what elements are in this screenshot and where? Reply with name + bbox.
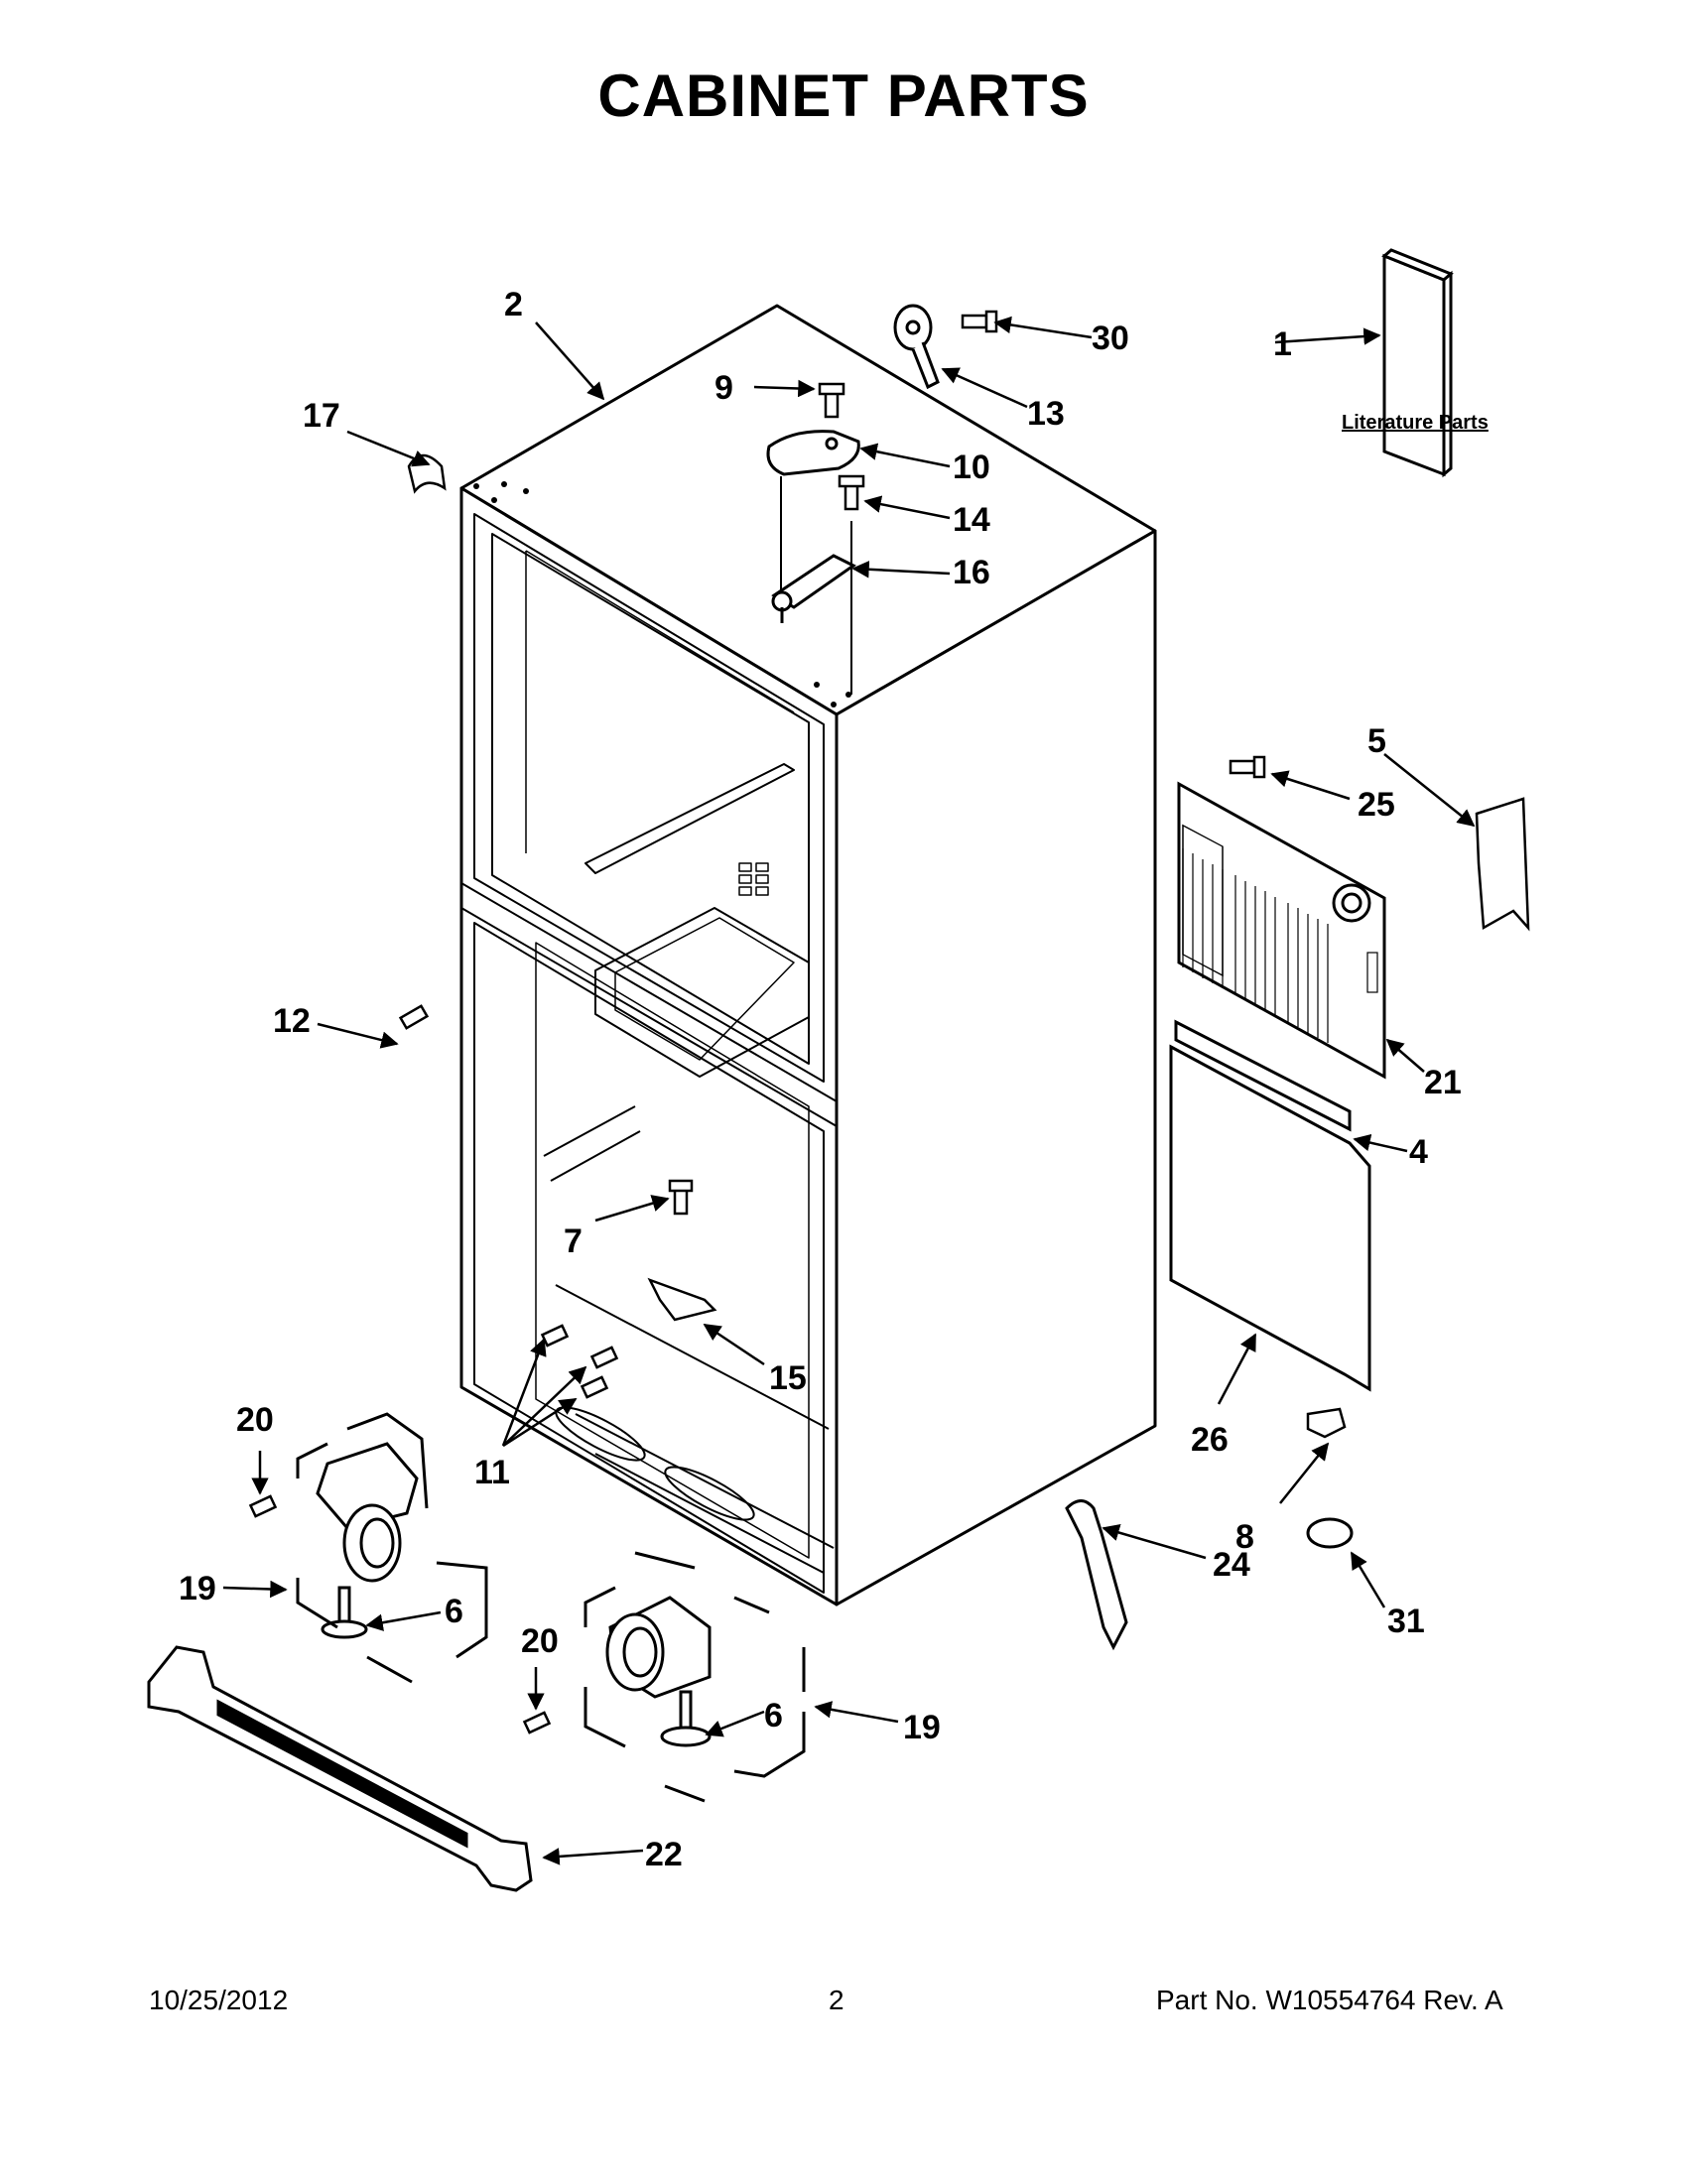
footer-date: 10/25/2012 bbox=[149, 1985, 289, 2015]
clip-17 bbox=[407, 453, 447, 494]
callout-6-right: 6 bbox=[764, 1697, 783, 1734]
callout-14: 14 bbox=[953, 501, 990, 539]
roller-left bbox=[316, 1442, 419, 1639]
roller-right bbox=[605, 1596, 712, 1747]
bracket-15 bbox=[647, 1277, 717, 1322]
wrench-24 bbox=[1065, 1499, 1128, 1651]
access-panel-vents bbox=[1182, 848, 1378, 1043]
handle-bracket-5 bbox=[1475, 797, 1530, 932]
callout-11: 11 bbox=[474, 1454, 510, 1491]
literature-booklet bbox=[1381, 248, 1454, 478]
callout-4: 4 bbox=[1409, 1133, 1428, 1171]
base-grille bbox=[147, 1645, 533, 1892]
callout-arrows bbox=[222, 316, 1476, 1865]
callout-16: 16 bbox=[953, 554, 990, 591]
screws bbox=[248, 310, 1266, 1734]
callout-7: 7 bbox=[564, 1222, 583, 1260]
callout-31: 31 bbox=[1387, 1603, 1425, 1640]
callout-24: 24 bbox=[1213, 1546, 1250, 1584]
top-hinge bbox=[766, 430, 860, 695]
footer-page-number: 2 bbox=[829, 1985, 844, 2015]
callout-20-right: 20 bbox=[521, 1622, 559, 1660]
callout-15: 15 bbox=[769, 1359, 807, 1397]
callout-19-left: 19 bbox=[179, 1570, 216, 1607]
cabinet-body bbox=[459, 304, 1157, 1606]
footer-part-number: Part No. W10554764 Rev. A bbox=[1156, 1985, 1503, 2015]
literature-parts-label: Literature Parts bbox=[1342, 412, 1489, 434]
callout-20-left: 20 bbox=[236, 1401, 274, 1439]
callout-9: 9 bbox=[714, 369, 733, 407]
callout-17: 17 bbox=[303, 397, 340, 435]
lower-panels bbox=[1169, 1019, 1371, 1392]
callout-numbers: 2 1 17 9 30 13 10 14 16 5 25 12 21 4 7 1… bbox=[179, 286, 1462, 1873]
callout-10: 10 bbox=[953, 449, 990, 486]
access-panel bbox=[1177, 781, 1386, 1080]
callout-25: 25 bbox=[1358, 786, 1395, 824]
callout-19-right: 19 bbox=[903, 1709, 941, 1746]
roller-right-brackets bbox=[584, 1551, 806, 1803]
callout-8: 8 bbox=[1235, 1518, 1254, 1556]
callout-5: 5 bbox=[1367, 722, 1386, 760]
callout-22: 22 bbox=[645, 1836, 683, 1873]
callout-13: 13 bbox=[1027, 395, 1065, 433]
callout-30: 30 bbox=[1092, 320, 1129, 357]
plug-31 bbox=[1306, 1517, 1354, 1549]
callout-6-left: 6 bbox=[445, 1593, 463, 1630]
callout-21: 21 bbox=[1424, 1064, 1462, 1101]
page-title: CABINET PARTS bbox=[597, 63, 1090, 129]
callout-26: 26 bbox=[1191, 1421, 1229, 1459]
clip-8 bbox=[1306, 1407, 1347, 1439]
callout-12: 12 bbox=[273, 1002, 311, 1040]
roller-left-brackets bbox=[296, 1412, 488, 1684]
callout-2: 2 bbox=[504, 286, 523, 323]
callout-1: 1 bbox=[1273, 325, 1292, 363]
door-stop bbox=[893, 304, 940, 390]
